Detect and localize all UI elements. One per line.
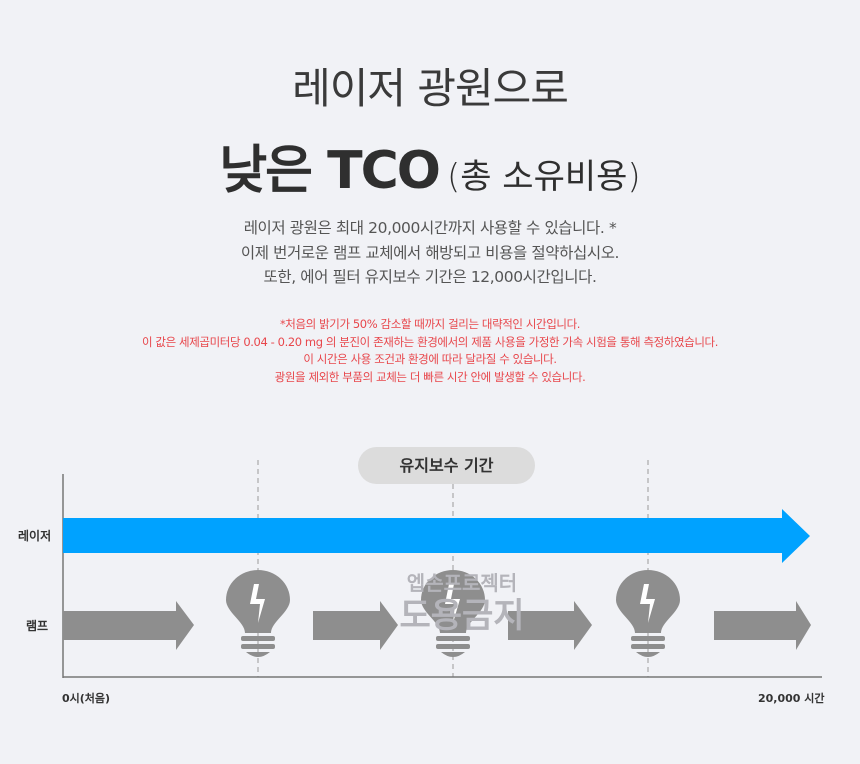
description: 레이저 광원은 최대 20,000시간까지 사용할 수 있습니다. * 이제 번… [0,216,860,290]
lamp-arrows [63,601,811,650]
x-end-label: 20,000 시간 [758,692,825,705]
description-line: 레이저 광원은 최대 20,000시간까지 사용할 수 있습니다. * [243,219,617,237]
x-start-label: 0시(처음) [62,692,111,705]
description-line: 이제 번거로운 램프 교체에서 해방되고 비용을 절약하십시오. [240,243,620,262]
footnote-line: 이 시간은 사용 조건과 환경에 따라 달라질 수 있습니다. [303,352,557,366]
title-line-2: 낮은 TCO(총 소유비용) [0,128,860,203]
lightbulb-icon [421,570,485,657]
maintenance-period-badge: 유지보수 기간 [358,447,535,484]
row-label-laser: 레이저 [18,529,52,543]
watermark-line: 엡손프로젝터 [406,571,518,595]
lamp-arrow [508,601,592,650]
title-line-1: 레이저 광원으로 [292,64,569,113]
footnote-line: 광원을 제외한 부품의 교체는 더 빠른 시간 안에 발생할 수 있습니다. [274,369,586,384]
lamp-arrow [714,601,811,650]
title-light: (총 소유비용) [446,157,641,197]
lightbulb-icon [226,570,290,657]
row-label-lamp: 램프 [26,619,49,633]
lamp-arrow [313,601,398,650]
footnotes: *처음의 밝기가 50% 감소할 때까지 걸리는 대략적인 시간입니다. 이 값… [0,316,860,386]
laser-arrow [63,509,810,563]
footnote-line: *처음의 밝기가 50% 감소할 때까지 걸리는 대략적인 시간입니다. [279,317,581,331]
lightbulb-icon [616,570,680,657]
watermark: 엡손프로젝터 도용금지 [372,570,552,636]
lamp-arrow [63,601,194,650]
watermark-line: 도용금지 [399,596,525,636]
description-line: 또한, 에어 필터 유지보수 기간은 12,000시간입니다. [263,268,597,286]
footnote-line: 이 값은 세제곱미터당 0.04 - 0.20 mg 의 분진이 존재하는 환경… [142,334,718,349]
title-bold: 낮은 TCO [219,141,441,201]
